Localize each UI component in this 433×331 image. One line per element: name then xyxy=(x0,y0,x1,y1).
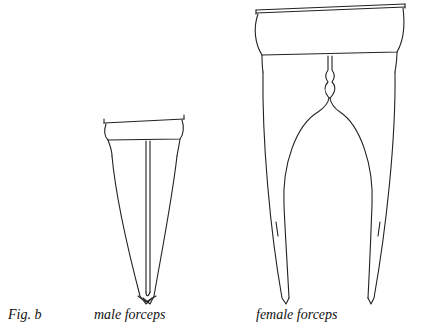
figure-number: Fig. b xyxy=(8,308,41,322)
part-label: male forceps xyxy=(94,308,165,322)
male-forceps xyxy=(104,115,184,304)
female-forceps xyxy=(255,4,405,304)
part-label: female forceps xyxy=(256,308,338,322)
